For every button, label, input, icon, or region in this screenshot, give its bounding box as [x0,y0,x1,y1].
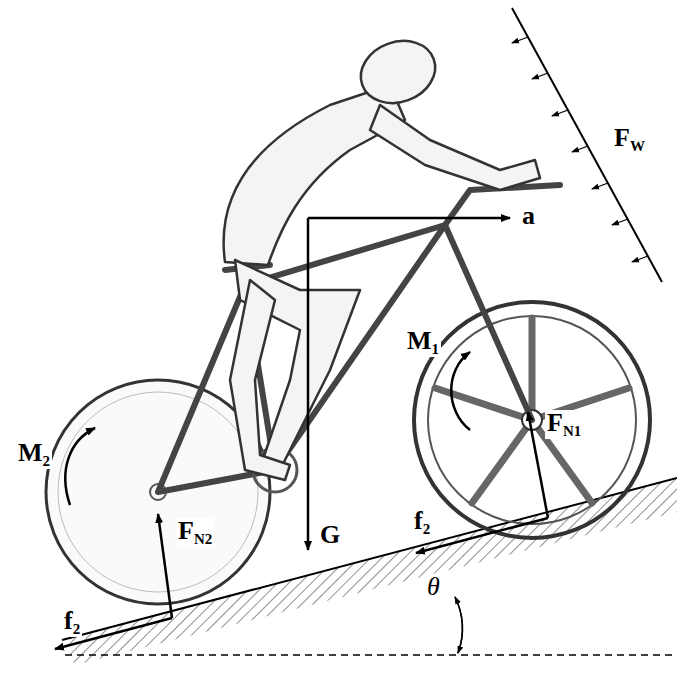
force-label: FN1 [545,410,583,439]
force-label: M2 [16,440,52,469]
force-label: FW [612,125,647,154]
force-label: f2 [412,508,432,537]
force-label: θ [425,574,442,600]
force-label: FN2 [176,518,214,547]
force-label: G [318,522,342,548]
force-label: f2 [62,608,82,637]
force-label: M1 [405,328,441,357]
force-label: a [520,203,537,229]
